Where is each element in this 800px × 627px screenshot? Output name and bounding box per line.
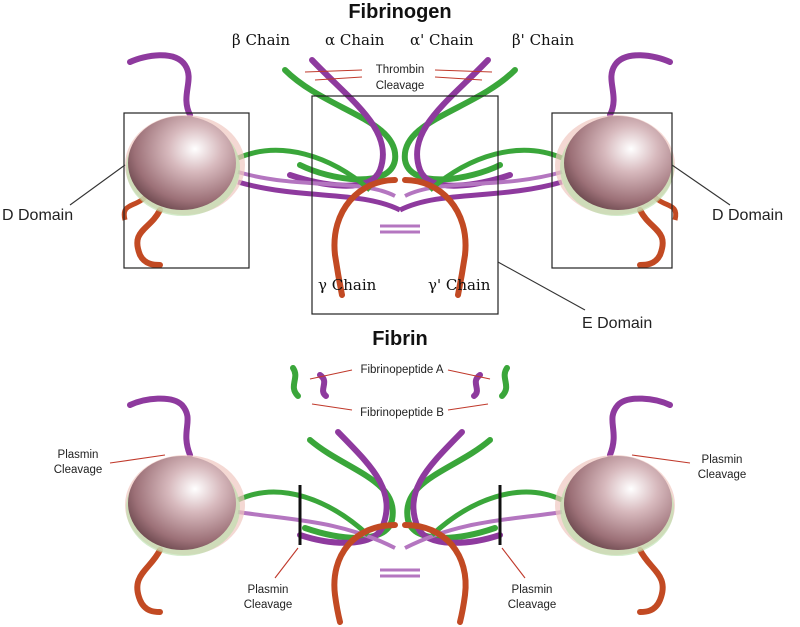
thrombin-cleavage-label-1: Thrombin (376, 64, 425, 76)
plasmin-label-top-right-2: Cleavage (698, 469, 747, 481)
fibrinopeptide-a-leader-left (309, 369, 353, 380)
e-domain-leader (497, 261, 586, 311)
plasmin-label-top-left-2: Cleavage (54, 464, 103, 476)
fibrin-structure (109, 365, 691, 625)
plasmin-label-bottom-left-2: Cleavage (244, 599, 293, 611)
thrombin-leader-4 (434, 76, 483, 81)
plasmin-leader-bottom-right (501, 547, 526, 579)
d-domain-right-label: D Domain (712, 207, 783, 224)
plasmin-label-bottom-right-1: Plasmin (512, 584, 553, 596)
fibrin-globule-left (128, 456, 236, 550)
plasmin-leader-top-left (109, 454, 166, 464)
e-domain-box (311, 95, 499, 315)
thrombin-leader-1 (304, 69, 363, 73)
d-domain-right-shape (555, 52, 679, 268)
fibrinopeptide-a-right (471, 372, 483, 399)
d-domain-right-box (551, 112, 673, 269)
plasmin-label-top-left-1: Plasmin (58, 449, 99, 461)
fibrin-globule-right (564, 456, 672, 550)
fibrinopeptide-a-left (317, 372, 329, 399)
thrombin-leader-2 (314, 76, 363, 81)
fibrinopeptide-b-leader-right (447, 403, 489, 411)
fibrinopeptide-b-leader-left (311, 403, 353, 411)
fibrinogen-structure (69, 52, 731, 315)
d-domain-right-leader (671, 164, 731, 206)
thrombin-leader-3 (434, 69, 493, 73)
plasmin-label-top-right-1: Plasmin (702, 454, 743, 466)
beta-prime-chain-label: β' Chain (512, 31, 574, 49)
fibrinopeptide-a-leader-right (447, 369, 491, 380)
d-domain-left-label: D Domain (2, 207, 73, 224)
plasmin-leader-bottom-left (274, 547, 299, 579)
beta-chain-label: β Chain (232, 31, 290, 49)
fibrinopeptide-a-label: Fibrinopeptide A (360, 364, 443, 376)
fibrin-title: Fibrin (372, 328, 428, 350)
fibrinopeptide-b-label: Fibrinopeptide B (360, 407, 444, 419)
plasmin-leader-top-right (631, 454, 691, 464)
alpha-prime-chain-label: α' Chain (410, 31, 474, 49)
e-domain-coils (237, 57, 563, 298)
d-domain-left-shape (121, 52, 245, 268)
plasmin-label-bottom-right-2: Cleavage (508, 599, 557, 611)
thrombin-cleavage-label-2: Cleavage (376, 80, 425, 92)
d-domain-left-box (123, 112, 250, 269)
fibrinopeptide-b-left (290, 365, 301, 399)
fibrinogen-title: Fibrinogen (348, 1, 451, 23)
fibrinopeptide-b-right (499, 365, 510, 399)
gamma-prime-chain-label: γ' Chain (428, 276, 491, 294)
d-domain-left-leader (69, 164, 126, 206)
e-domain-label: E Domain (582, 315, 652, 332)
alpha-chain-label: α Chain (325, 31, 385, 49)
gamma-chain-label: γ Chain (318, 276, 377, 294)
plasmin-label-bottom-left-1: Plasmin (248, 584, 289, 596)
